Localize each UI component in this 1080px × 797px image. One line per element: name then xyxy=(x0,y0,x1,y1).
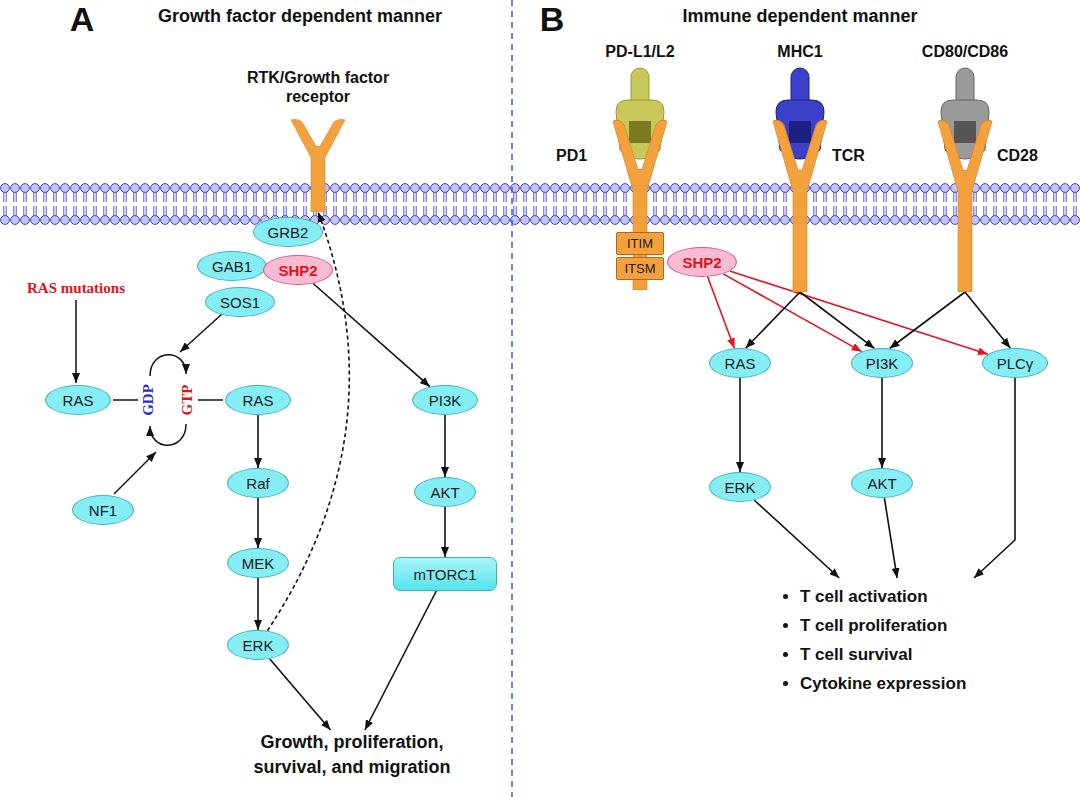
signal-arrow xyxy=(257,578,259,630)
label-text: GTP xyxy=(179,385,196,416)
signal-arrow xyxy=(890,292,965,349)
shp2-ellipse: SHP2 xyxy=(667,247,736,277)
signal-arrow xyxy=(313,284,430,387)
protein-ellipse: PI3K xyxy=(412,385,478,415)
receptor: RTK/Growth factor receptor xyxy=(288,118,348,212)
signal-arrow xyxy=(800,292,874,348)
label-text: A xyxy=(70,1,95,38)
node-text: SHP2 xyxy=(682,254,721,271)
signal-arrow xyxy=(444,415,446,477)
node-text: PI3K xyxy=(866,355,899,372)
bullet-list: T cell activationT cell proliferationT c… xyxy=(772,578,1042,702)
protein-ellipse: GAB1 xyxy=(197,251,267,281)
protein-ellipse: SOS1 xyxy=(205,287,275,317)
node-text: ERK xyxy=(725,479,756,496)
protein-ellipse: AKT xyxy=(414,477,476,507)
node-text: MEK xyxy=(242,555,275,572)
protein-ellipse: RAS xyxy=(709,348,771,378)
signal-arrow xyxy=(257,415,259,468)
signal-arrow xyxy=(755,500,840,578)
outcome-list: T cell activationT cell proliferationT c… xyxy=(772,578,1042,702)
label-text: PD-L1/L2 xyxy=(605,43,674,61)
signal-arrow xyxy=(730,271,988,354)
protein-ellipse: ERK xyxy=(227,630,289,660)
complex-box: mTORC1 xyxy=(393,557,497,591)
node-text: ITIM xyxy=(627,236,653,251)
protein-ellipse: PLCγ xyxy=(982,348,1049,378)
node-text: PLCγ xyxy=(997,355,1034,372)
receptor-shape xyxy=(935,118,995,292)
node-text: SHP2 xyxy=(278,262,317,279)
shp2-ellipse: SHP2 xyxy=(263,255,332,285)
receptor-shape xyxy=(288,118,348,212)
receptor-name: CD28 xyxy=(997,146,1038,165)
node-text: ITSM xyxy=(624,261,655,276)
outcome-item: T cell activation xyxy=(800,582,1042,611)
node-text: AKT xyxy=(430,484,459,501)
protein-ellipse: ERK xyxy=(709,472,771,502)
label-text: Growth factor dependent manner xyxy=(158,7,442,27)
protein-ellipse: Raf xyxy=(227,468,289,498)
node-text: NF1 xyxy=(89,502,117,519)
signal-arrow xyxy=(365,591,436,730)
protein-ellipse: AKT xyxy=(851,468,913,498)
outcome-text: Growth, proliferation, survival, and mig… xyxy=(222,730,482,780)
node-text: PI3K xyxy=(429,392,462,409)
signal-arrow xyxy=(444,507,446,557)
receptor-name: RTK/Growth factor receptor xyxy=(218,68,418,106)
receptor-name: TCR xyxy=(832,146,865,165)
protein-ellipse: NF1 xyxy=(72,495,134,525)
protein-ellipse: PI3K xyxy=(851,348,914,378)
panel-divider xyxy=(511,0,513,797)
node-text: RAS xyxy=(243,392,274,409)
label-text: MHC1 xyxy=(777,43,822,61)
signal-arrow xyxy=(974,378,1015,578)
node-text: mTORC1 xyxy=(413,566,476,583)
node-text: RAS xyxy=(63,392,94,409)
label-text: CD80/CD86 xyxy=(922,43,1008,61)
signal-arrow xyxy=(270,659,331,730)
protein-ellipse: MEK xyxy=(227,548,290,578)
signal-arrow xyxy=(739,378,741,472)
receptor: CD28 xyxy=(935,118,995,292)
signal-arrow xyxy=(881,378,883,468)
node-text: GAB1 xyxy=(212,258,252,275)
node-text: AKT xyxy=(867,475,896,492)
signal-arrow xyxy=(884,498,897,578)
outcome-item: T cell survival xyxy=(800,640,1042,669)
signal-arrow xyxy=(965,292,1010,348)
protein-ellipse: GRB2 xyxy=(253,217,324,247)
motif-box: ITSM xyxy=(616,257,664,280)
outcome-item: Cytokine expression xyxy=(800,669,1042,698)
receptor-name: PD1 xyxy=(556,146,587,165)
node-text: GRB2 xyxy=(268,224,309,241)
label-text: RAS mutations xyxy=(27,280,125,297)
signal-arrow xyxy=(257,498,259,548)
cell-membrane xyxy=(0,183,1080,225)
receptor-shape xyxy=(770,118,830,292)
outcome-text: Growth, proliferation, survival, and mig… xyxy=(222,730,482,780)
node-text: RAS xyxy=(725,355,756,372)
signal-arrow xyxy=(708,277,735,348)
node-text: ERK xyxy=(243,637,274,654)
protein-ellipse: RAS xyxy=(45,385,111,415)
signal-arrow xyxy=(723,274,862,352)
label-text: GDP xyxy=(140,384,157,416)
node-text: SOS1 xyxy=(220,294,260,311)
motif-box: ITIM xyxy=(616,232,664,255)
label-text: Immune dependent manner xyxy=(682,7,917,27)
protein-ellipse: RAS xyxy=(225,385,291,415)
receptor: TCR xyxy=(770,118,830,292)
node-text: Raf xyxy=(246,475,269,492)
outcome-item: T cell proliferation xyxy=(800,611,1042,640)
signal-arrow xyxy=(746,292,800,348)
label-text: B xyxy=(540,1,565,38)
